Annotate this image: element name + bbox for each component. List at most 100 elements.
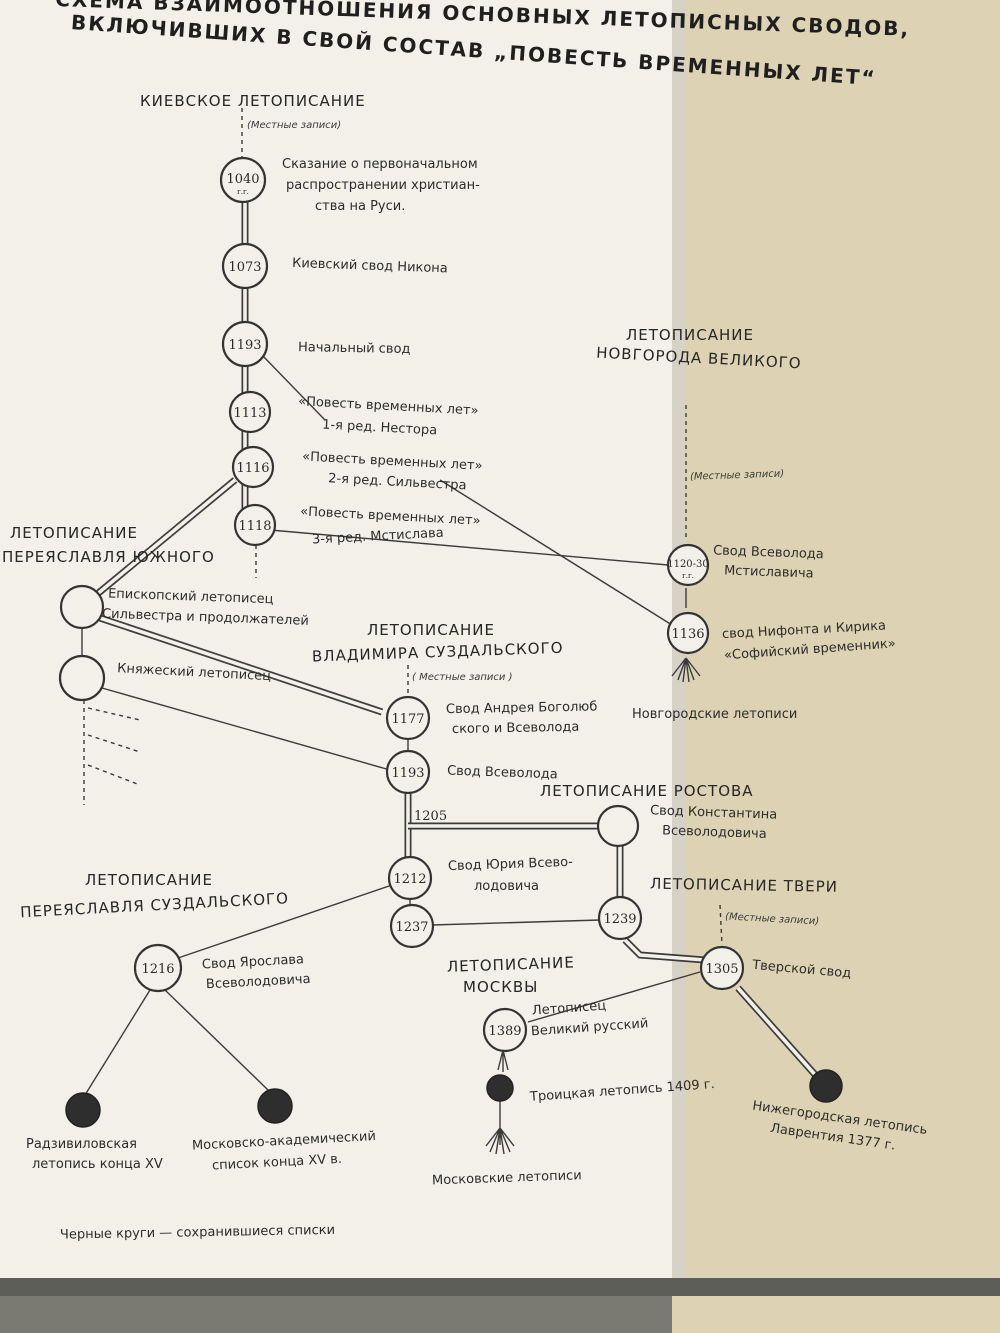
label-radziwill-2: летопись конца XV	[32, 1157, 163, 1172]
heading-pereyaslavl-suzdal-1: ЛЕТОПИСАНИЕ	[85, 871, 213, 889]
node-1177-year: 1177	[391, 712, 424, 727]
node-1205-year: 1205	[414, 809, 447, 824]
label-1040-1: Сказание о первоначальном	[282, 157, 478, 172]
novgorod-chronicles-spray	[671, 657, 701, 683]
line-1305-lavrentiy	[735, 985, 821, 1081]
node-1239-year: 1239	[603, 912, 636, 927]
label-episkopsky-2: Сильвестра и продолжателей	[102, 607, 309, 629]
node-1120-year: 1120-30	[667, 559, 709, 570]
node-episkopsky	[59, 584, 105, 630]
surviving-radziwill	[65, 1092, 101, 1128]
label-radziwill-1: Радзивиловская	[26, 1137, 137, 1152]
moscow-spray-upper	[497, 1049, 509, 1072]
line-1212-1216	[177, 884, 393, 959]
book-cover-edge	[0, 1278, 1000, 1296]
node-1093: 1193	[221, 320, 269, 368]
label-konstantin-1: Свод Константина	[650, 803, 778, 822]
node-1040-year: 1040	[226, 172, 259, 187]
label-1212-2: лодовича	[474, 879, 539, 894]
label-konstantin-2: Всеволодовича	[662, 823, 767, 842]
node-1212-year: 1212	[393, 872, 426, 887]
node-1073-year: 1073	[228, 260, 261, 275]
heading-vladimir-1: ЛЕТОПИСАНИЕ	[367, 621, 495, 639]
node-1237: 1237	[389, 903, 435, 949]
label-1120-1: Свод Всеволода	[713, 543, 824, 562]
label-novgorod-chronicles: Новгородские летописи	[632, 707, 797, 722]
heading-moscow-1: ЛЕТОПИСАНИЕ	[447, 953, 576, 975]
node-1212: 1212	[387, 855, 433, 901]
label-1093: Начальный свод	[298, 340, 411, 357]
tver-local-records-line	[719, 904, 723, 946]
label-1118-2: 3-я ред. Мстислава	[312, 526, 444, 548]
line-1216-moscow-academic	[164, 989, 269, 1091]
label-episkopsky-1: Епископский летописец	[108, 586, 274, 607]
node-1120-30: 1120-30 г.г.	[666, 543, 710, 587]
node-1193-year: 1193	[391, 766, 424, 781]
node-1093-year: 1193	[228, 338, 261, 353]
book-page	[0, 0, 685, 1278]
label-1177-2: ского и Всеволода	[452, 720, 580, 737]
node-1040: 1040 г.г.	[219, 156, 267, 204]
legend-black-circles: Черные круги — сохранившиеся списки	[60, 1223, 335, 1243]
tver-local-records: (Местные записи)	[725, 911, 820, 927]
node-rostov-konstantin	[596, 804, 640, 848]
label-1120-2: Мстиславича	[724, 563, 814, 581]
node-knyazhesky	[58, 654, 106, 702]
node-1040-sub: г.г.	[237, 188, 249, 196]
label-1040-3: ства на Руси.	[315, 199, 405, 214]
surviving-lavrentiy	[809, 1069, 843, 1103]
node-1116: 1116	[231, 445, 275, 489]
heading-tver: ЛЕТОПИСАНИЕ ТВЕРИ	[650, 875, 838, 896]
line-1093-1116-label	[261, 354, 326, 421]
heading-pereyaslavl-south-1: ЛЕТОПИСАНИЕ	[10, 524, 138, 542]
label-1040-2: распространении христиан-	[286, 178, 480, 193]
label-1216-1: Свод Ярослава	[202, 952, 305, 972]
heading-moscow-2: МОСКВЫ	[463, 978, 538, 996]
node-1073: 1073	[221, 242, 269, 290]
line-1237-1239	[431, 919, 601, 926]
novgorod-local-records: (Местные записи)	[690, 468, 784, 482]
node-1177: 1177	[385, 695, 431, 741]
line-1116-episkopsky	[87, 477, 238, 603]
facing-page	[672, 0, 1000, 1333]
label-1073: Киевский свод Никона	[292, 256, 448, 276]
label-1389-1: Летописец	[531, 998, 606, 1018]
node-1216: 1216	[133, 943, 183, 993]
vladimir-local-records: ( Местные записи )	[412, 672, 513, 683]
node-1237-year: 1237	[395, 920, 428, 935]
label-1193: Свод Всеволода	[447, 764, 558, 783]
surviving-moscow-academic	[257, 1088, 293, 1124]
moscow-chronicles-spray	[485, 1100, 515, 1155]
node-1193: 1193	[385, 749, 431, 795]
node-1120-sub: г.г.	[682, 572, 694, 580]
node-1113: 1113	[228, 390, 272, 434]
line-1118-1120	[269, 529, 669, 566]
heading-rostov: ЛЕТОПИСАНИЕ РОСТОВА	[540, 782, 754, 800]
node-1118-year: 1118	[238, 519, 271, 534]
node-1118: 1118	[233, 503, 277, 547]
line-1239-1305	[622, 937, 706, 964]
node-1305-year: 1305	[705, 962, 738, 977]
node-1239: 1239	[597, 895, 643, 941]
heading-novgorod-1: ЛЕТОПИСАНИЕ	[626, 326, 754, 344]
node-1136-year: 1136	[671, 627, 704, 642]
label-1113-2: 1-я ред. Нестора	[322, 417, 438, 438]
label-1212-1: Свод Юрия Всево-	[448, 855, 574, 874]
node-1305: 1305	[699, 945, 745, 991]
node-1113-year: 1113	[233, 406, 266, 421]
kiev-local-records: (Местные записи)	[247, 120, 341, 131]
label-1216-2: Всеволодовича	[206, 972, 311, 992]
node-1389: 1389	[482, 1007, 528, 1053]
node-1216-year: 1216	[141, 962, 174, 977]
label-moscow-academic-2: список конца XV в.	[212, 1152, 343, 1174]
heading-kiev: КИЕВСКОЕ ЛЕТОПИСАНИЕ	[140, 92, 366, 110]
pereyaslavl-dash-branches	[83, 700, 141, 805]
node-1116-year: 1116	[236, 461, 269, 476]
surviving-troitskaya	[486, 1074, 514, 1102]
line-1305-1389	[527, 971, 701, 1023]
line-episkopsky-1177	[98, 614, 384, 716]
node-1389-year: 1389	[488, 1024, 521, 1039]
line-1216-radziwill	[84, 989, 151, 1096]
node-1136: 1136	[666, 611, 710, 655]
